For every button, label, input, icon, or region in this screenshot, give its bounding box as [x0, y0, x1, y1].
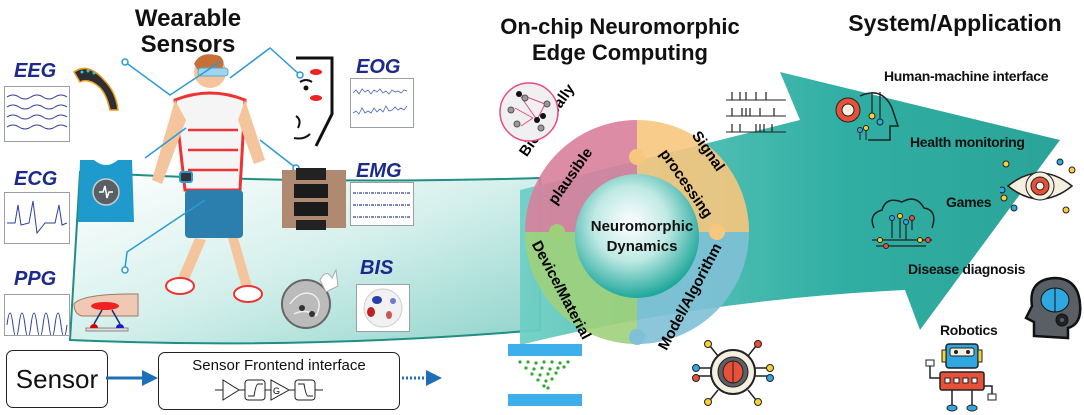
memristor-device-icon — [508, 344, 582, 406]
system-application-title: System/Application — [848, 10, 1062, 36]
eye-gear-icon — [1000, 158, 1076, 214]
frontend-title: Sensor Frontend interface — [192, 357, 366, 374]
eeg-headband-icon — [73, 67, 119, 111]
sensor-connector-lines — [121, 47, 304, 274]
sensor-frontend-interface-box: Sensor Frontend interface G — [158, 352, 400, 410]
edge-computing-title-line1: On-chip Neuromorphic — [500, 14, 740, 39]
head-brain-icon — [1024, 276, 1082, 340]
ppg-finger-sensor-icon — [73, 293, 139, 332]
eog-face-electrodes-icon — [293, 56, 334, 147]
signal-label-ecg: ECG — [14, 168, 58, 190]
ecg-smart-vest-icon — [78, 160, 134, 222]
sensor-to-frontend-arrow — [106, 370, 158, 386]
app-label-human-machine-interface: Human-machine interface — [884, 68, 1049, 84]
app-label-health-monitoring: Health monitoring — [910, 134, 1025, 150]
signal-label-eog: EOG — [356, 56, 401, 78]
emg-waveform — [350, 182, 414, 226]
neuromorphic-puzzle-diagram — [525, 120, 749, 345]
sensor-box: Sensor — [6, 350, 108, 408]
sensor-label: Sensor — [15, 363, 99, 394]
signal-label-ppg: PPG — [14, 268, 57, 290]
bis-electrode-cap-icon — [281, 268, 339, 329]
frontend-circuit-blocks: G — [215, 379, 323, 401]
edge-computing-title-line2: Edge Computing — [532, 40, 708, 65]
app-label-disease-diagnosis: Disease diagnosis — [908, 261, 1026, 277]
bis-impedance-map — [356, 284, 410, 332]
emg-armband-icon — [282, 168, 346, 230]
spike-train-icon — [726, 92, 786, 133]
runner-figure — [152, 54, 265, 303]
cloud-circuit-icon — [871, 198, 935, 249]
neuromorphic-dynamics-core — [575, 174, 699, 298]
ecg-waveform — [4, 192, 70, 244]
ppg-waveform — [4, 294, 70, 336]
robot-head-gear-icon — [835, 92, 900, 141]
signal-label-emg: EMG — [356, 160, 402, 182]
amplifier-icon — [222, 379, 240, 401]
app-label-robotics: Robotics — [940, 322, 998, 338]
signal-label-bis: BIS — [360, 257, 394, 279]
eog-waveform — [350, 78, 414, 128]
gain-symbol: G — [273, 386, 280, 396]
chip-brain-icon — [692, 340, 774, 406]
signal-label-eeg: EEG — [14, 60, 57, 82]
robot-icon — [925, 343, 997, 412]
neural-network-graph-icon — [499, 82, 559, 142]
app-label-games: Games — [946, 194, 992, 210]
wearable-sensors-title: Wearable Sensors — [134, 5, 242, 58]
eeg-waveform — [4, 86, 70, 142]
puzzle-center-line2: Dynamics — [606, 238, 678, 255]
frontend-output-dotted-arrow — [402, 370, 442, 386]
puzzle-center-line1: Neuromorphic — [590, 218, 694, 235]
gain-amplifier-icon — [270, 379, 291, 401]
